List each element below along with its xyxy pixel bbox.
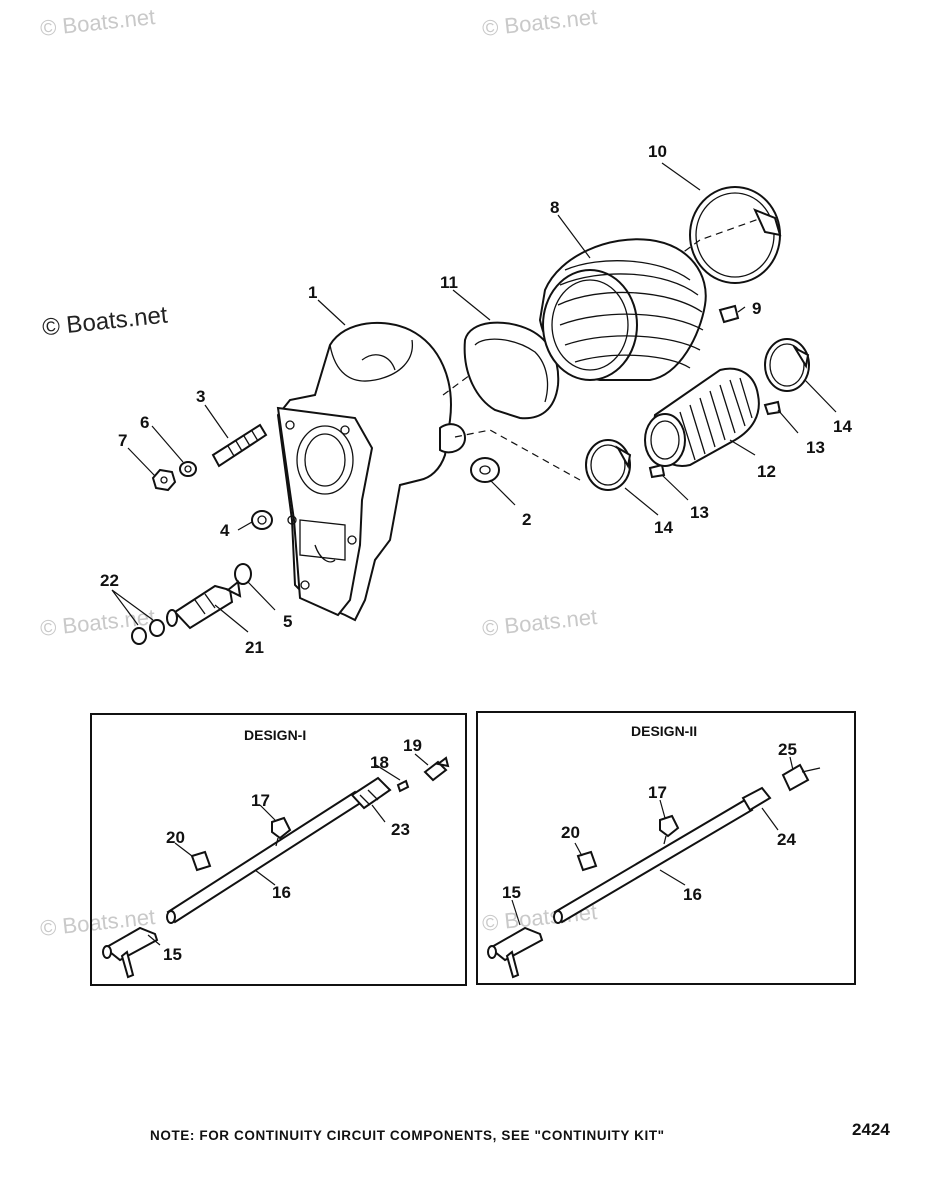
clip-part-13-upper	[763, 400, 782, 416]
callout-5: 5	[283, 612, 292, 631]
design-i-title: DESIGN-I	[244, 727, 307, 743]
callout-6: 6	[140, 413, 149, 432]
design-ii-fitting-part-15	[487, 926, 544, 979]
bellows-part-8	[538, 238, 707, 381]
clip-part-13-lower	[648, 463, 666, 479]
design-ii-callout-20: 20	[561, 823, 580, 842]
fitting-part-21	[166, 580, 242, 630]
sealing-washers-part-22	[131, 619, 165, 645]
design-ii-callout-16: 16	[683, 885, 702, 904]
design-ii-connector-part-25	[781, 763, 821, 792]
design-i-connector-part-19	[423, 756, 450, 782]
design-i-callout-18: 18	[370, 753, 389, 772]
callout-13b: 13	[690, 503, 709, 522]
callout-21: 21	[245, 638, 264, 657]
design-ii-title: DESIGN-II	[631, 723, 698, 739]
callout-14a: 14	[833, 417, 852, 436]
design-i-clip-part-18	[396, 779, 410, 793]
washer-part-2	[470, 457, 500, 483]
callout-7: 7	[118, 431, 127, 450]
design-ii-clip-part-20	[576, 850, 598, 872]
design-ii-callout-24: 24	[777, 830, 796, 849]
design-i-fitting-part-23	[350, 776, 392, 810]
figure-number: 2424	[852, 1120, 890, 1139]
design-i-callout-19: 19	[403, 736, 422, 755]
callout-8: 8	[550, 198, 559, 217]
bell-housing	[276, 321, 467, 622]
callout-1: 1	[308, 283, 317, 302]
design-i-clamp-part-17	[271, 816, 292, 847]
design-i-clip-part-20	[190, 850, 212, 872]
ring-part-11	[463, 321, 560, 420]
design-ii-box	[476, 711, 856, 985]
callout-13a: 13	[806, 438, 825, 457]
design-i-box	[90, 713, 467, 986]
clamp-part-14-upper	[764, 338, 810, 392]
design-i-callout-20: 20	[166, 828, 185, 847]
callout-12: 12	[757, 462, 776, 481]
stud-part-3	[211, 423, 268, 468]
callout-11: 11	[440, 273, 458, 292]
design-i-callout-15: 15	[163, 945, 182, 964]
callout-9: 9	[752, 299, 761, 318]
callout-14b: 14	[654, 518, 673, 537]
washer-part-6	[179, 461, 197, 477]
design-i-callout-17: 17	[251, 791, 270, 810]
fitting-part-4	[251, 510, 273, 530]
design-ii-callout-25: 25	[778, 740, 797, 759]
design-ii-callout-17: 17	[648, 783, 667, 802]
design-i-fitting-part-15	[102, 926, 159, 979]
design-ii-clamp-part-17	[659, 814, 680, 845]
design-ii-tube-part-16	[553, 798, 754, 924]
footnote: NOTE: FOR CONTINUITY CIRCUIT COMPONENTS,…	[150, 1128, 665, 1143]
nut-part-7	[151, 468, 177, 492]
o-ring-part-5	[234, 563, 252, 585]
callout-2: 2	[522, 510, 531, 529]
clamp-part-10	[689, 186, 782, 284]
design-i-callout-16: 16	[272, 883, 291, 902]
bellows-part-12	[644, 367, 760, 467]
callout-22: 22	[100, 571, 119, 590]
clamp-part-14-lower	[585, 439, 632, 491]
design-ii-fitting-part-24	[741, 786, 772, 812]
clip-part-9	[718, 304, 740, 324]
callout-3: 3	[196, 387, 205, 406]
design-ii-callout-15: 15	[502, 883, 521, 902]
design-i-callout-23: 23	[391, 820, 410, 839]
callout-10: 10	[648, 142, 667, 161]
callout-4: 4	[220, 521, 230, 540]
